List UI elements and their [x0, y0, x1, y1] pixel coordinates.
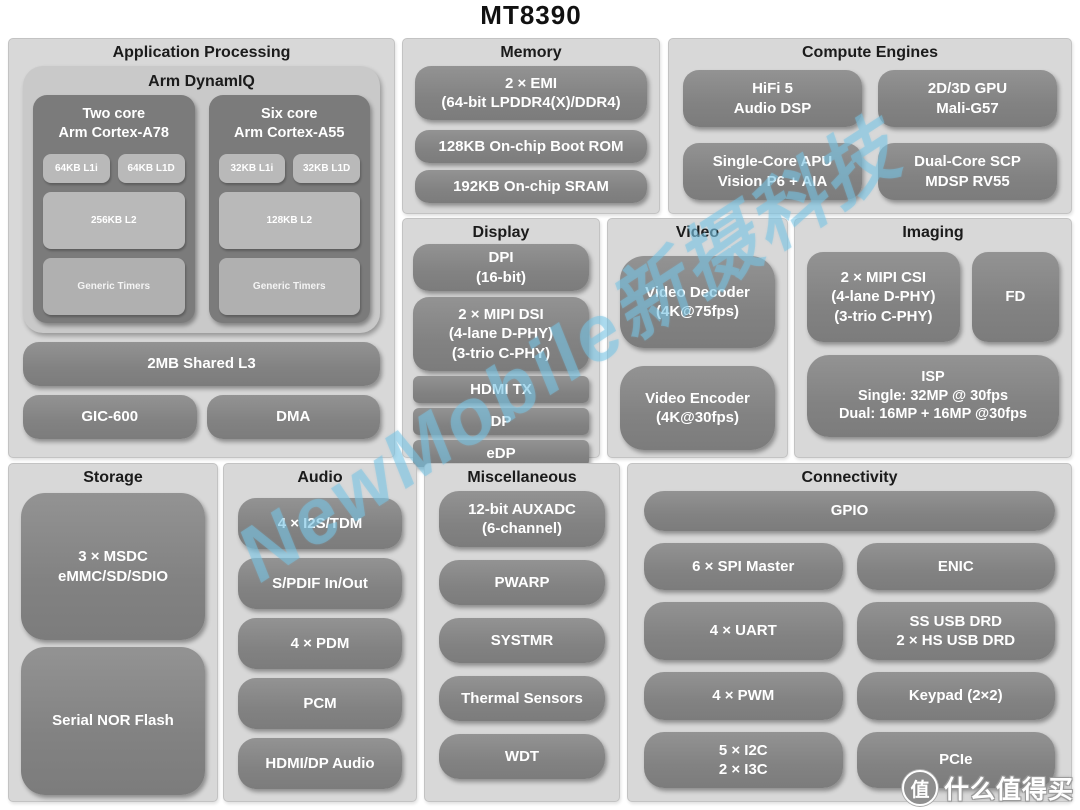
block-hdmi-tx: HDMI TX — [413, 376, 589, 403]
section-title-miscellaneous: Miscellaneous — [467, 469, 577, 486]
section-title-audio: Audio — [297, 469, 343, 486]
section-display: Display DPI (16-bit) 2 × MIPI DSI (4-lan… — [402, 218, 600, 467]
block-wdt: WDT — [439, 734, 605, 779]
cluster-cortex-a78-name: Two core Arm Cortex-A78 — [58, 106, 169, 141]
block-mipi-csi: 2 × MIPI CSI (4-lane D-PHY) (3-trio C-PH… — [807, 252, 960, 342]
block-a55-generic-timers: Generic Timers — [218, 257, 360, 315]
block-thermal-sensors: Thermal Sensors — [439, 676, 605, 721]
block-i2s-tdm: 4 × I2S/TDM — [238, 498, 402, 549]
block-edp: eDP — [413, 440, 589, 467]
arm-dynamiq-container: Arm DynamIQ Two core Arm Cortex-A78 64KB… — [23, 66, 380, 333]
connectivity-row: 6 × SPI Master ENIC — [644, 543, 1055, 590]
connectivity-row: 5 × I2C 2 × I3C PCIe — [644, 732, 1055, 788]
block-pcm: PCM — [238, 678, 402, 729]
block-video-encoder: Video Encoder (4K@30fps) — [620, 366, 775, 450]
block-emi: 2 × EMI (64-bit LPDDR4(X)/DDR4) — [415, 66, 647, 120]
block-fd: FD — [971, 252, 1059, 342]
smzdm-logo-icon: 值 — [901, 770, 938, 806]
cluster-a55-l1-row: 32KB L1i 32KB L1D — [218, 153, 360, 183]
block-scp-mdsp-rv55: Dual-Core SCP MDSP RV55 — [878, 143, 1057, 200]
block-spdif: S/PDIF In/Out — [238, 558, 402, 609]
gic-dma-row: GIC-600 DMA — [23, 395, 380, 439]
section-title-application-processing: Application Processing — [112, 44, 291, 61]
section-title-memory: Memory — [500, 44, 562, 61]
block-pdm: 4 × PDM — [238, 618, 402, 669]
section-miscellaneous: Miscellaneous 12-bit AUXADC (6-channel) … — [424, 463, 620, 802]
section-connectivity: Connectivity GPIO 6 × SPI Master ENIC 4 … — [627, 463, 1072, 802]
section-memory: Memory 2 × EMI (64-bit LPDDR4(X)/DDR4) 1… — [402, 38, 660, 214]
block-auxadc: 12-bit AUXADC (6-channel) — [439, 491, 605, 547]
block-a78-generic-timers: Generic Timers — [43, 257, 185, 315]
block-a78-l2: 256KB L2 — [43, 191, 185, 249]
block-boot-rom: 128KB On-chip Boot ROM — [415, 130, 647, 163]
block-a55-l1i: 32KB L1i — [218, 153, 286, 183]
cluster-cortex-a78: Two core Arm Cortex-A78 64KB L1i 64KB L1… — [33, 95, 195, 323]
block-isp: ISP Single: 32MP @ 30fps Dual: 16MP + 16… — [807, 355, 1059, 437]
arm-dynamiq-title: Arm DynamIQ — [148, 73, 255, 90]
page-title: MT8390 — [480, 0, 582, 30]
block-a78-l1d: 64KB L1D — [117, 153, 185, 183]
connectivity-row: 4 × UART SS USB DRD 2 × HS USB DRD — [644, 602, 1055, 660]
smzdm-watermark: 值 什么值得买 — [901, 770, 1074, 806]
block-hifi5-audio-dsp: HiFi 5 Audio DSP — [683, 70, 862, 127]
section-application-processing: Application Processing Arm DynamIQ Two c… — [8, 38, 395, 458]
block-a55-l2: 128KB L2 — [218, 191, 360, 249]
block-i2c-i3c: 5 × I2C 2 × I3C — [644, 732, 843, 788]
block-enic: ENIC — [856, 543, 1055, 590]
block-dp: DP — [413, 408, 589, 435]
section-compute-engines: Compute Engines HiFi 5 Audio DSP 2D/3D G… — [668, 38, 1072, 214]
section-storage: Storage 3 × MSDC eMMC/SD/SDIO Serial NOR… — [8, 463, 218, 802]
block-a55-l1d: 32KB L1D — [293, 153, 360, 183]
section-title-video: Video — [675, 224, 720, 241]
connectivity-row: 4 × PWM Keypad (2×2) — [644, 672, 1055, 720]
block-pwm: 4 × PWM — [644, 672, 843, 720]
cluster-cortex-a55-name: Six core Arm Cortex-A55 — [234, 106, 345, 141]
block-uart: 4 × UART — [644, 602, 843, 660]
block-dma: DMA — [206, 395, 380, 439]
section-title-display: Display — [472, 224, 530, 241]
compute-grid: HiFi 5 Audio DSP 2D/3D GPU Mali-G57 Sing… — [683, 70, 1057, 200]
block-msdc: 3 × MSDC eMMC/SD/SDIO — [21, 493, 205, 640]
section-imaging: Imaging 2 × MIPI CSI (4-lane D-PHY) (3-t… — [794, 218, 1072, 458]
block-dpi: DPI (16-bit) — [413, 244, 589, 291]
block-gpio: GPIO — [644, 491, 1055, 531]
cluster-cortex-a55: Six core Arm Cortex-A55 32KB L1i 32KB L1… — [208, 95, 370, 323]
section-video: Video Video Decoder (4K@75fps) Video Enc… — [607, 218, 788, 458]
imaging-row: 2 × MIPI CSI (4-lane D-PHY) (3-trio C-PH… — [807, 252, 1059, 342]
block-sram: 192KB On-chip SRAM — [415, 170, 647, 203]
block-keypad: Keypad (2×2) — [856, 672, 1055, 720]
block-shared-l3: 2MB Shared L3 — [23, 342, 380, 386]
block-gic-600: GIC-600 — [23, 395, 197, 439]
block-pcie: PCIe — [856, 732, 1055, 788]
section-title-compute-engines: Compute Engines — [801, 44, 938, 61]
block-systmr: SYSTMR — [439, 618, 605, 663]
smzdm-watermark-text: 什么值得买 — [943, 776, 1074, 804]
block-apu-vision-p6: Single-Core APU Vision P6 + AIA — [683, 143, 862, 200]
block-mipi-dsi: 2 × MIPI DSI (4-lane D-PHY) (3-trio C-PH… — [413, 297, 589, 371]
section-audio: Audio 4 × I2S/TDM S/PDIF In/Out 4 × PDM … — [223, 463, 417, 802]
block-serial-nor-flash: Serial NOR Flash — [21, 647, 205, 795]
cpu-clusters: Two core Arm Cortex-A78 64KB L1i 64KB L1… — [33, 95, 370, 323]
block-hdmi-dp-audio: HDMI/DP Audio — [238, 738, 402, 789]
section-title-storage: Storage — [83, 469, 143, 486]
block-pwarp: PWARP — [439, 560, 605, 605]
block-video-decoder: Video Decoder (4K@75fps) — [620, 256, 775, 348]
block-usb-drd: SS USB DRD 2 × HS USB DRD — [856, 602, 1055, 660]
block-a78-l1i: 64KB L1i — [43, 153, 110, 183]
section-title-imaging: Imaging — [902, 224, 964, 241]
section-title-connectivity: Connectivity — [801, 469, 898, 486]
cluster-a78-l1-row: 64KB L1i 64KB L1D — [43, 153, 185, 183]
block-gpu-mali-g57: 2D/3D GPU Mali-G57 — [878, 70, 1057, 127]
block-spi-master: 6 × SPI Master — [644, 543, 843, 590]
